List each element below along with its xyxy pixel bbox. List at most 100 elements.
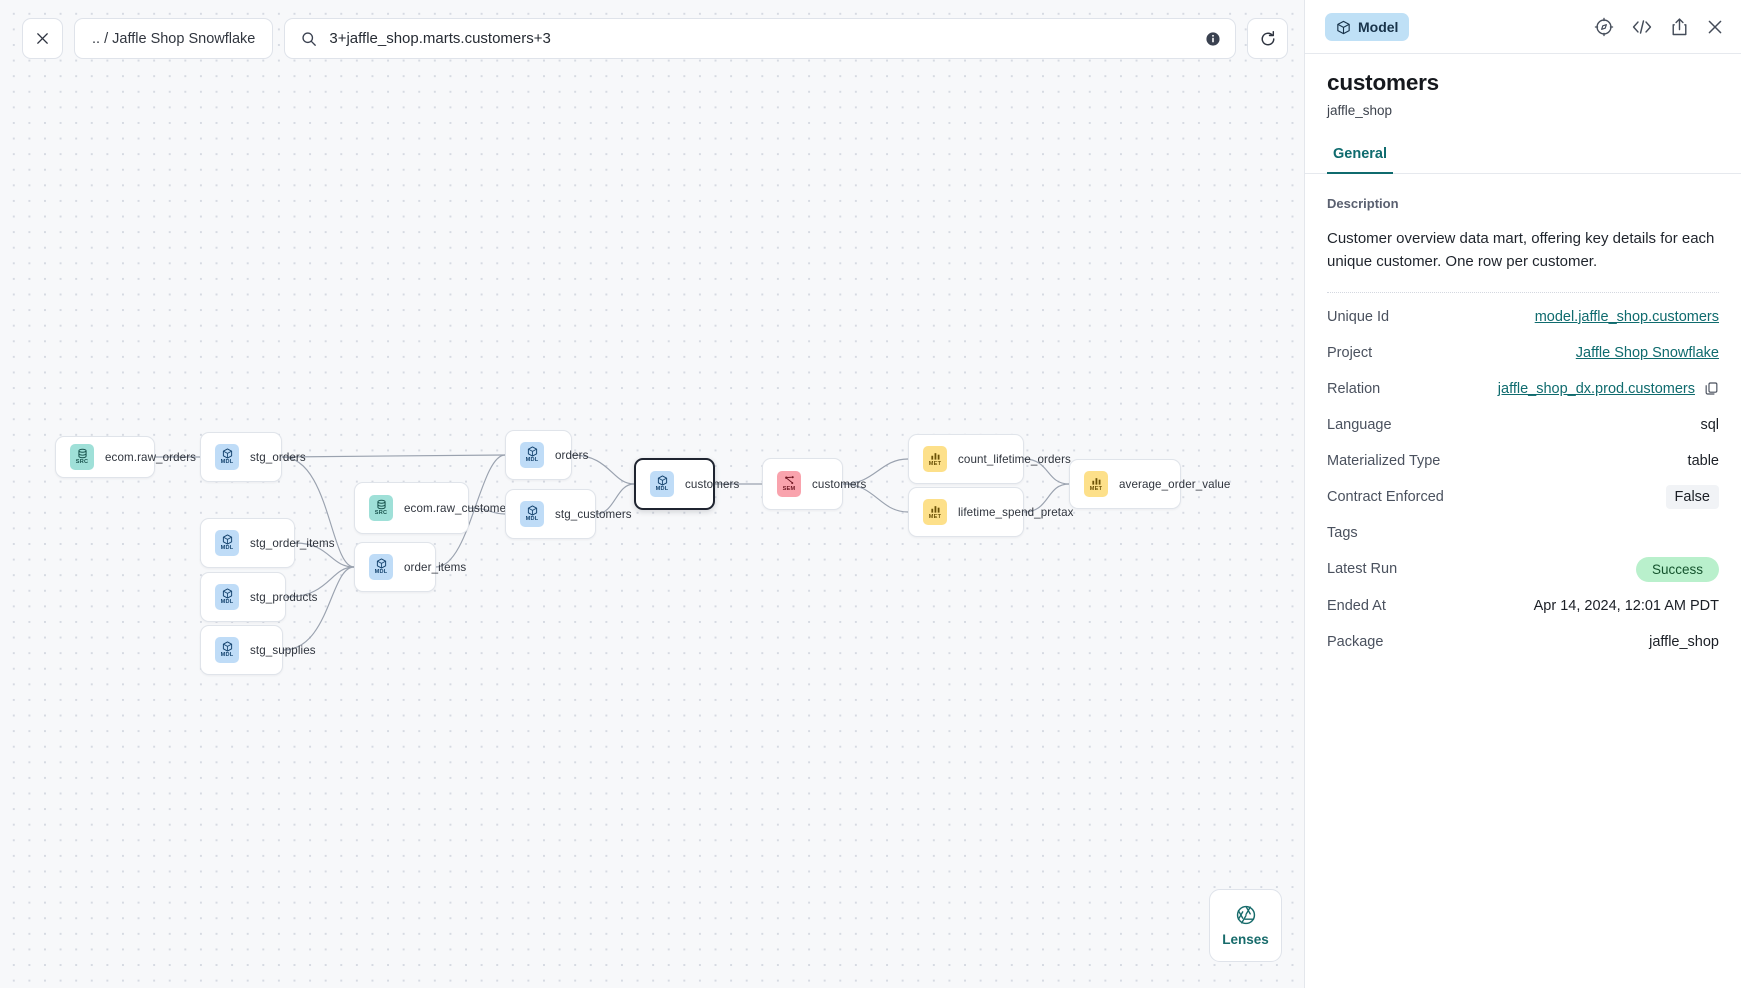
detail-row-value: False xyxy=(1665,484,1719,509)
lenses-label: Lenses xyxy=(1222,932,1269,947)
detail-row-key: Materialized Type xyxy=(1327,452,1441,469)
graph-edge xyxy=(571,454,635,485)
page-title: customers xyxy=(1327,70,1439,95)
detail-row-value: sql xyxy=(1700,416,1719,433)
detail-row-key: Language xyxy=(1327,416,1392,433)
graph-node-label: ecom.raw_customers xyxy=(404,501,516,515)
mdl-type-icon: MDL xyxy=(215,444,239,470)
cube-icon xyxy=(1337,20,1350,34)
graph-node-label: average_order_value xyxy=(1119,477,1231,491)
copy-icon[interactable] xyxy=(1704,381,1719,396)
graph-node-ecom_raw_customers[interactable]: SRC ecom.raw_customers xyxy=(354,482,516,534)
graph-edge xyxy=(595,483,635,515)
detail-row-key: Project xyxy=(1327,344,1373,361)
detail-row-value[interactable]: model.jaffle_shop.customers xyxy=(1534,308,1719,325)
graph-node-label: stg_order_items xyxy=(250,536,335,550)
refresh-icon xyxy=(1261,30,1274,45)
graph-node-stg_orders[interactable]: MDL stg_orders xyxy=(200,432,306,482)
description-label: Description xyxy=(1327,196,1399,211)
detail-row: Project Jaffle Shop Snowflake xyxy=(1327,335,1719,371)
graph-edge xyxy=(435,454,506,568)
search-value: 3+jaffle_shop.marts.customers+3 xyxy=(329,30,551,47)
breadcrumb[interactable]: .. / Jaffle Shop Snowflake xyxy=(74,18,274,59)
close-icon[interactable] xyxy=(1706,18,1724,36)
graph-node-label: stg_customers xyxy=(555,507,632,521)
breadcrumb-label: .. / Jaffle Shop Snowflake xyxy=(92,30,256,47)
graph-node-ecom_raw_orders[interactable]: SRC ecom.raw_orders xyxy=(55,436,196,478)
graph-node-stg_order_items[interactable]: MDL stg_order_items xyxy=(200,518,335,568)
search-input[interactable]: 3+jaffle_shop.marts.customers+3 xyxy=(284,18,1236,59)
graph-node-label: count_lifetime_orders xyxy=(958,452,1071,466)
graph-node-label: stg_orders xyxy=(250,450,306,464)
src-type-icon: SRC xyxy=(369,495,393,521)
info-icon[interactable] xyxy=(1205,31,1221,47)
graph-node-label: ecom.raw_orders xyxy=(105,450,197,464)
share-icon[interactable] xyxy=(1670,17,1689,37)
aperture-icon xyxy=(1236,905,1255,925)
met-type-icon: MET xyxy=(1084,471,1108,497)
graph-node-label: order_items xyxy=(404,560,467,574)
code-icon[interactable] xyxy=(1631,17,1653,37)
close-graph-button[interactable] xyxy=(22,18,63,59)
graph-edges xyxy=(155,454,1070,651)
met-type-icon: MET xyxy=(923,446,947,472)
detail-row-key: Contract Enforced xyxy=(1327,488,1444,505)
graph-edge xyxy=(1023,458,1070,485)
graph-node-average_order_value[interactable]: MET average_order_value xyxy=(1069,459,1230,509)
src-type-icon: SRC xyxy=(70,444,94,470)
relation-link[interactable]: jaffle_shop_dx.prod.customers xyxy=(1497,380,1695,397)
sem-type-icon: SEM xyxy=(777,471,801,497)
resource-type-badge: Model xyxy=(1325,13,1410,41)
detail-row-key: Package xyxy=(1327,633,1384,650)
detail-row: Tags xyxy=(1327,515,1719,551)
graph-node-count_lifetime_orders[interactable]: MET count_lifetime_orders xyxy=(908,434,1071,484)
mdl-type-icon: MDL xyxy=(215,637,239,663)
graph-node-label: orders xyxy=(555,448,589,462)
graph-node-lifetime_spend_pretax[interactable]: MET lifetime_spend_pretax xyxy=(908,487,1073,537)
graph-edge xyxy=(842,458,909,485)
detail-row-value: jaffle_shop xyxy=(1649,633,1719,650)
graph-node-label: stg_products xyxy=(250,590,318,604)
lineage-canvas[interactable]: .. / Jaffle Shop Snowflake 3+jaffle_shop… xyxy=(0,0,1304,988)
description-text: Customer overview data mart, offering ke… xyxy=(1327,230,1715,271)
detail-row: Package jaffle_shop xyxy=(1327,624,1719,660)
detail-row-value[interactable]: Jaffle Shop Snowflake xyxy=(1575,344,1719,361)
search-icon xyxy=(302,31,317,46)
met-type-icon: MET xyxy=(923,499,947,525)
graph-edge xyxy=(842,483,909,513)
detail-row: Language sql xyxy=(1327,407,1719,443)
graph-node-label: lifetime_spend_pretax xyxy=(958,505,1074,519)
mdl-type-icon: MDL xyxy=(215,530,239,556)
panel-actions xyxy=(1594,17,1724,37)
canvas-toolbar: .. / Jaffle Shop Snowflake 3+jaffle_shop… xyxy=(22,18,1288,59)
refresh-button[interactable] xyxy=(1247,18,1288,59)
panel-title-block: customers jaffle_shop xyxy=(1305,54,1741,118)
status-badge: Success xyxy=(1635,556,1719,582)
graph-edge xyxy=(285,566,355,598)
detail-row-key: Tags xyxy=(1327,524,1358,541)
details-panel: Model xyxy=(1304,0,1741,988)
panel-body: Description Customer overview data mart,… xyxy=(1305,174,1741,660)
graph-edge xyxy=(281,454,506,458)
mdl-type-icon: MDL xyxy=(650,471,674,497)
graph-edge xyxy=(294,542,355,568)
graph-edge xyxy=(468,507,506,515)
compass-icon[interactable] xyxy=(1594,17,1614,37)
detail-row-key: Ended At xyxy=(1327,597,1386,614)
tab-general[interactable]: General xyxy=(1327,146,1393,174)
lenses-button[interactable]: Lenses xyxy=(1209,889,1282,962)
resource-type-label: Model xyxy=(1358,19,1399,35)
